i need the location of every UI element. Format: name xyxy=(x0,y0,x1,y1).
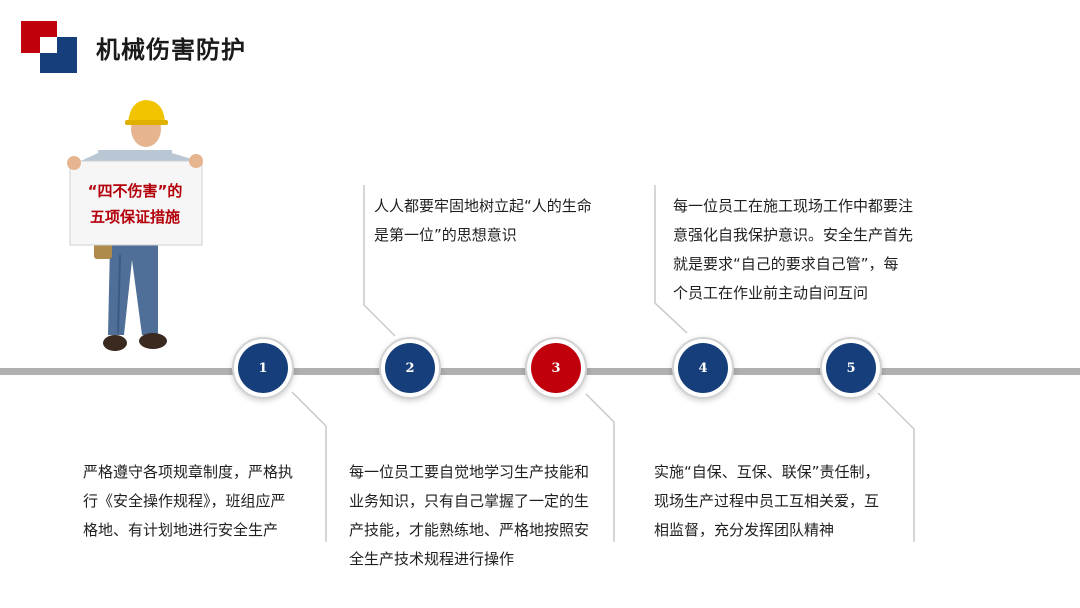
step-3-line: 产技能，才能熟练地、严格地按照安 xyxy=(349,521,590,539)
step-number-5: 5 xyxy=(826,343,876,393)
step-5-line: 现场生产过程中员工互相关爱，互 xyxy=(654,492,880,510)
step-2-line: 是第一位”的思想意识 xyxy=(374,226,517,244)
step-4-line: 每一位员工在施工现场工作中都要注 xyxy=(673,197,914,215)
step-number-2: 2 xyxy=(385,343,435,393)
connector-5 xyxy=(877,392,915,542)
step-1-line: 格地、有计划地进行安全生产 xyxy=(83,521,279,539)
step-text-3: 每一位员工要自觉地学习生产技能和 业务知识，只有自己掌握了一定的生 产技能，才能… xyxy=(349,458,589,574)
step-text-2: 人人都要牢固地树立起“人的生命 是第一位”的思想意识 xyxy=(374,192,592,250)
step-3-line: 业务知识，只有自己掌握了一定的生 xyxy=(349,492,590,510)
sign-text: “四不伤害”的 五项保证措施 xyxy=(70,178,200,230)
worker-with-sign-image xyxy=(67,100,203,351)
connector-2 xyxy=(363,185,396,337)
step-node-2: 2 xyxy=(379,337,441,399)
page-title: 机械伤害防护 xyxy=(96,36,246,64)
step-3-line: 每一位员工要自觉地学习生产技能和 xyxy=(349,463,590,481)
step-4-line: 就是要求“自己的要求自己管”，每 xyxy=(673,255,899,273)
connector-1 xyxy=(291,391,327,542)
step-5-line: 实施“自保、互保、联保”责任制， xyxy=(654,463,880,481)
step-text-5: 实施“自保、互保、联保”责任制， 现场生产过程中员工互相关爱，互 相监督，充分发… xyxy=(654,458,880,545)
connector-3 xyxy=(585,393,615,542)
step-1-line: 行《安全操作规程》，班组应严 xyxy=(83,492,286,510)
connector-4 xyxy=(654,185,688,334)
step-text-4: 每一位员工在施工现场工作中都要注 意强化自我保护意识。安全生产首先 就是要求“自… xyxy=(673,192,913,308)
step-node-4: 4 xyxy=(672,337,734,399)
step-3-line: 全生产技术规程进行操作 xyxy=(349,550,515,568)
step-number-1: 1 xyxy=(238,343,288,393)
step-text-1: 严格遵守各项规章制度，严格执 行《安全操作规程》，班组应严 格地、有计划地进行安… xyxy=(83,458,293,545)
step-node-1: 1 xyxy=(232,337,294,399)
logo-white-square xyxy=(40,37,57,53)
step-4-line: 个员工在作业前主动自问互问 xyxy=(673,284,869,302)
step-node-5: 5 xyxy=(820,337,882,399)
step-number-3: 3 xyxy=(531,343,581,393)
step-node-3: 3 xyxy=(525,337,587,399)
sign-line-2: 五项保证措施 xyxy=(89,208,180,226)
step-5-line: 相监督，充分发挥团队精神 xyxy=(654,521,835,539)
step-1-line: 严格遵守各项规章制度，严格执 xyxy=(83,463,294,481)
sign-line-1: “四不伤害”的 xyxy=(87,182,183,200)
step-4-line: 意强化自我保护意识。安全生产首先 xyxy=(673,226,914,244)
step-2-line: 人人都要牢固地树立起“人的生命 xyxy=(374,197,592,215)
step-number-4: 4 xyxy=(678,343,728,393)
